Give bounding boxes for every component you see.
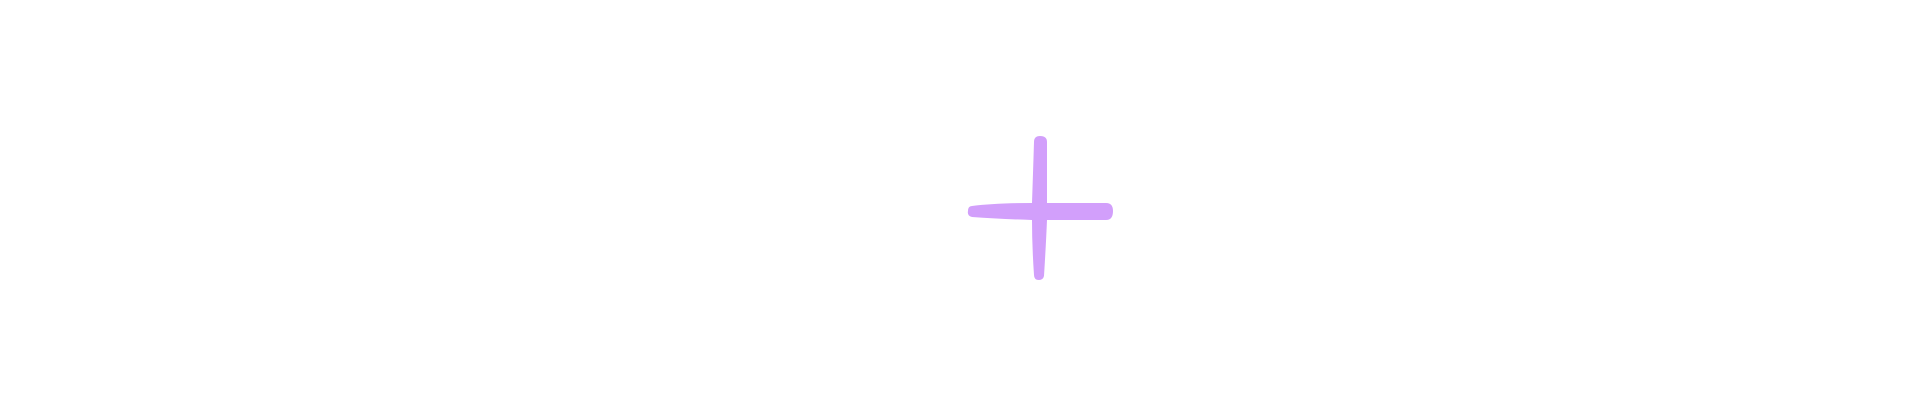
add-button[interactable] [966, 134, 1114, 282]
plus-icon [967, 136, 1113, 280]
